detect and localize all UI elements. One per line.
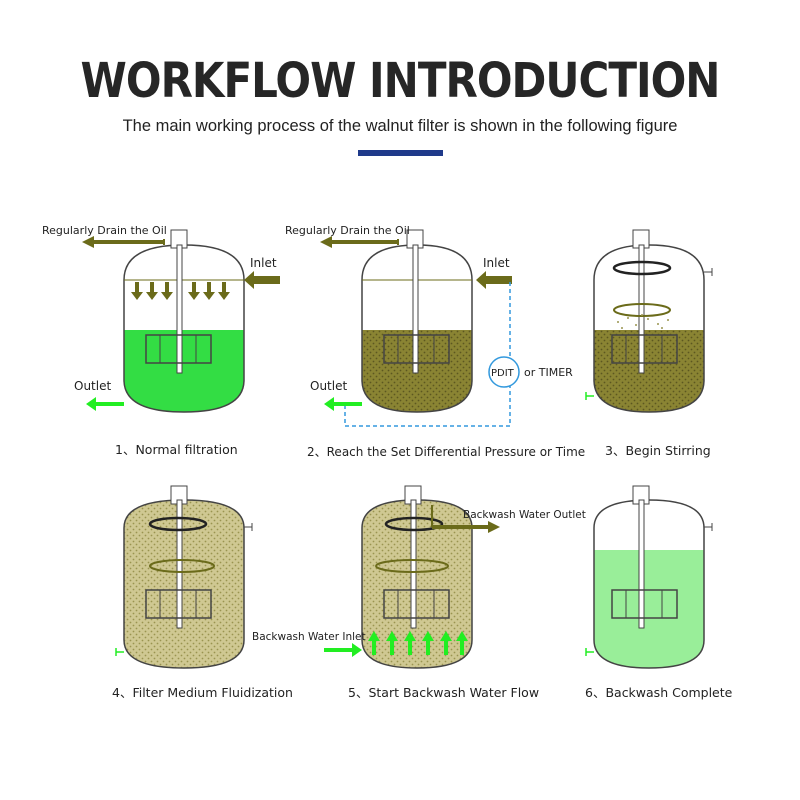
step-2-drain-label: Regularly Drain the Oil [285,224,410,237]
step-6-caption: 6、Backwash Complete [585,685,733,700]
step-1-normal-filtration: Regularly Drain the Oil Inlet Outlet 1、N… [42,224,280,457]
step-5-caption: 5、Start Backwash Water Flow [348,685,539,700]
step-1-outlet-label: Outlet [74,379,111,393]
step-5-start-backwash: Backwash Water Outlet Backwash Water Inl… [252,485,586,700]
step-2-caption: 2、Reach the Set Differential Pressure or… [307,445,585,459]
title-accent-bar [358,150,443,156]
step-5-backwash-outlet-label: Backwash Water Outlet [463,509,586,521]
step-1-inlet-label: Inlet [250,256,277,270]
step-2-timer-label: or TIMER [524,366,573,379]
page-subtitle: The main working process of the walnut f… [122,117,678,135]
step-2-inlet-label: Inlet [483,256,510,270]
step-3-begin-stirring: 3、Begin Stirring [585,229,713,458]
step-4-caption: 4、Filter Medium Fluidization [112,685,293,700]
step-3-caption: 3、Begin Stirring [605,443,711,458]
step-2-outlet-label: Outlet [310,379,347,393]
step-5-backwash-inlet-label: Backwash Water Inlet [252,631,366,643]
step-2-sensor-label: PDIT [491,368,515,379]
step-2-reach-differential-pressure: Regularly Drain the Oil Inlet PDIT or TI… [285,224,585,459]
page-title: WORKFLOW INTRODUCTION [80,52,721,109]
step-1-caption: 1、Normal filtration [115,442,238,457]
step-1-drain-label: Regularly Drain the Oil [42,224,167,237]
step-4-filter-medium-fluidization: 4、Filter Medium Fluidization [112,485,293,700]
step-6-backwash-complete: 6、Backwash Complete [585,485,733,700]
